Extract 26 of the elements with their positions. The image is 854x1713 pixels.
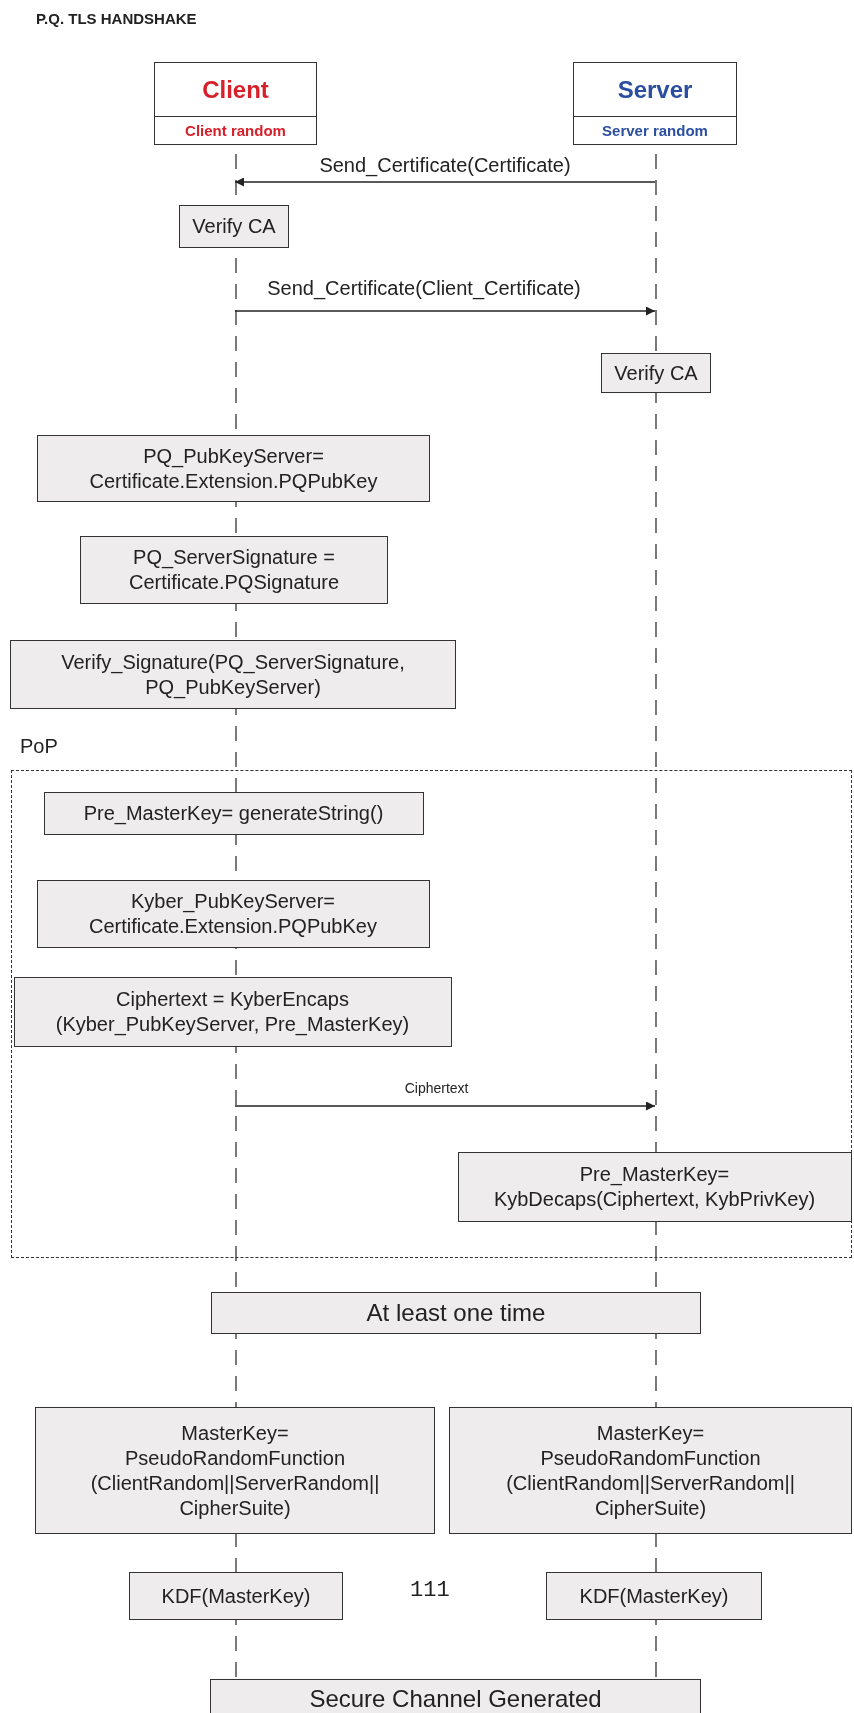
participant-name: Client	[201, 74, 270, 105]
process-box: Verify_Signature(PQ_ServerSignature, PQ_PubKeyServer)	[10, 640, 456, 709]
process-box: KDF(MasterKey)	[129, 1572, 343, 1620]
message-arrow	[234, 1101, 656, 1111]
participant-subtitle: Server random	[574, 116, 736, 144]
note-text: 111	[410, 1578, 450, 1603]
process-box: Secure Channel Generated	[210, 1679, 701, 1713]
process-box: MasterKey= PseudoRandomFunction (ClientRandom||ServerRandom|| CipherSuite)	[449, 1407, 852, 1534]
participant-subtitle: Client random	[155, 116, 316, 144]
process-box: Pre_MasterKey= KybDecaps(Ciphertext, KybPrivKey)	[457, 1151, 852, 1222]
participant-name: Server	[616, 74, 694, 105]
message-arrow	[234, 177, 656, 187]
frame-title: PoP	[20, 735, 58, 758]
edge-label: Ciphertext	[402, 1080, 471, 1096]
process-box: MasterKey= PseudoRandomFunction (ClientRandom||ServerRandom|| CipherSuite)	[35, 1407, 435, 1534]
process-box: Ciphertext = KyberEncaps (Kyber_PubKeyServer, Pre_MasterKey)	[13, 976, 452, 1047]
edge-label: Send_Certificate(Certificate)	[317, 154, 573, 176]
process-box: KDF(MasterKey)	[546, 1572, 762, 1620]
process-box: Kyber_PubKeyServer= Certificate.Extension.PQPubKey	[36, 879, 430, 948]
process-box: PQ_ServerSignature = Certificate.PQSignature	[80, 536, 388, 604]
process-box: PQ_PubKeyServer= Certificate.Extension.PQPubKey	[37, 435, 430, 502]
message-arrow	[234, 306, 656, 316]
process-box: At least one time	[211, 1292, 701, 1334]
process-box: Pre_MasterKey= generateString()	[43, 791, 424, 835]
diagram-title: P.Q. TLS HANDSHAKE	[36, 10, 197, 27]
edge-label: Send_Certificate(Client_Certificate)	[265, 277, 583, 299]
